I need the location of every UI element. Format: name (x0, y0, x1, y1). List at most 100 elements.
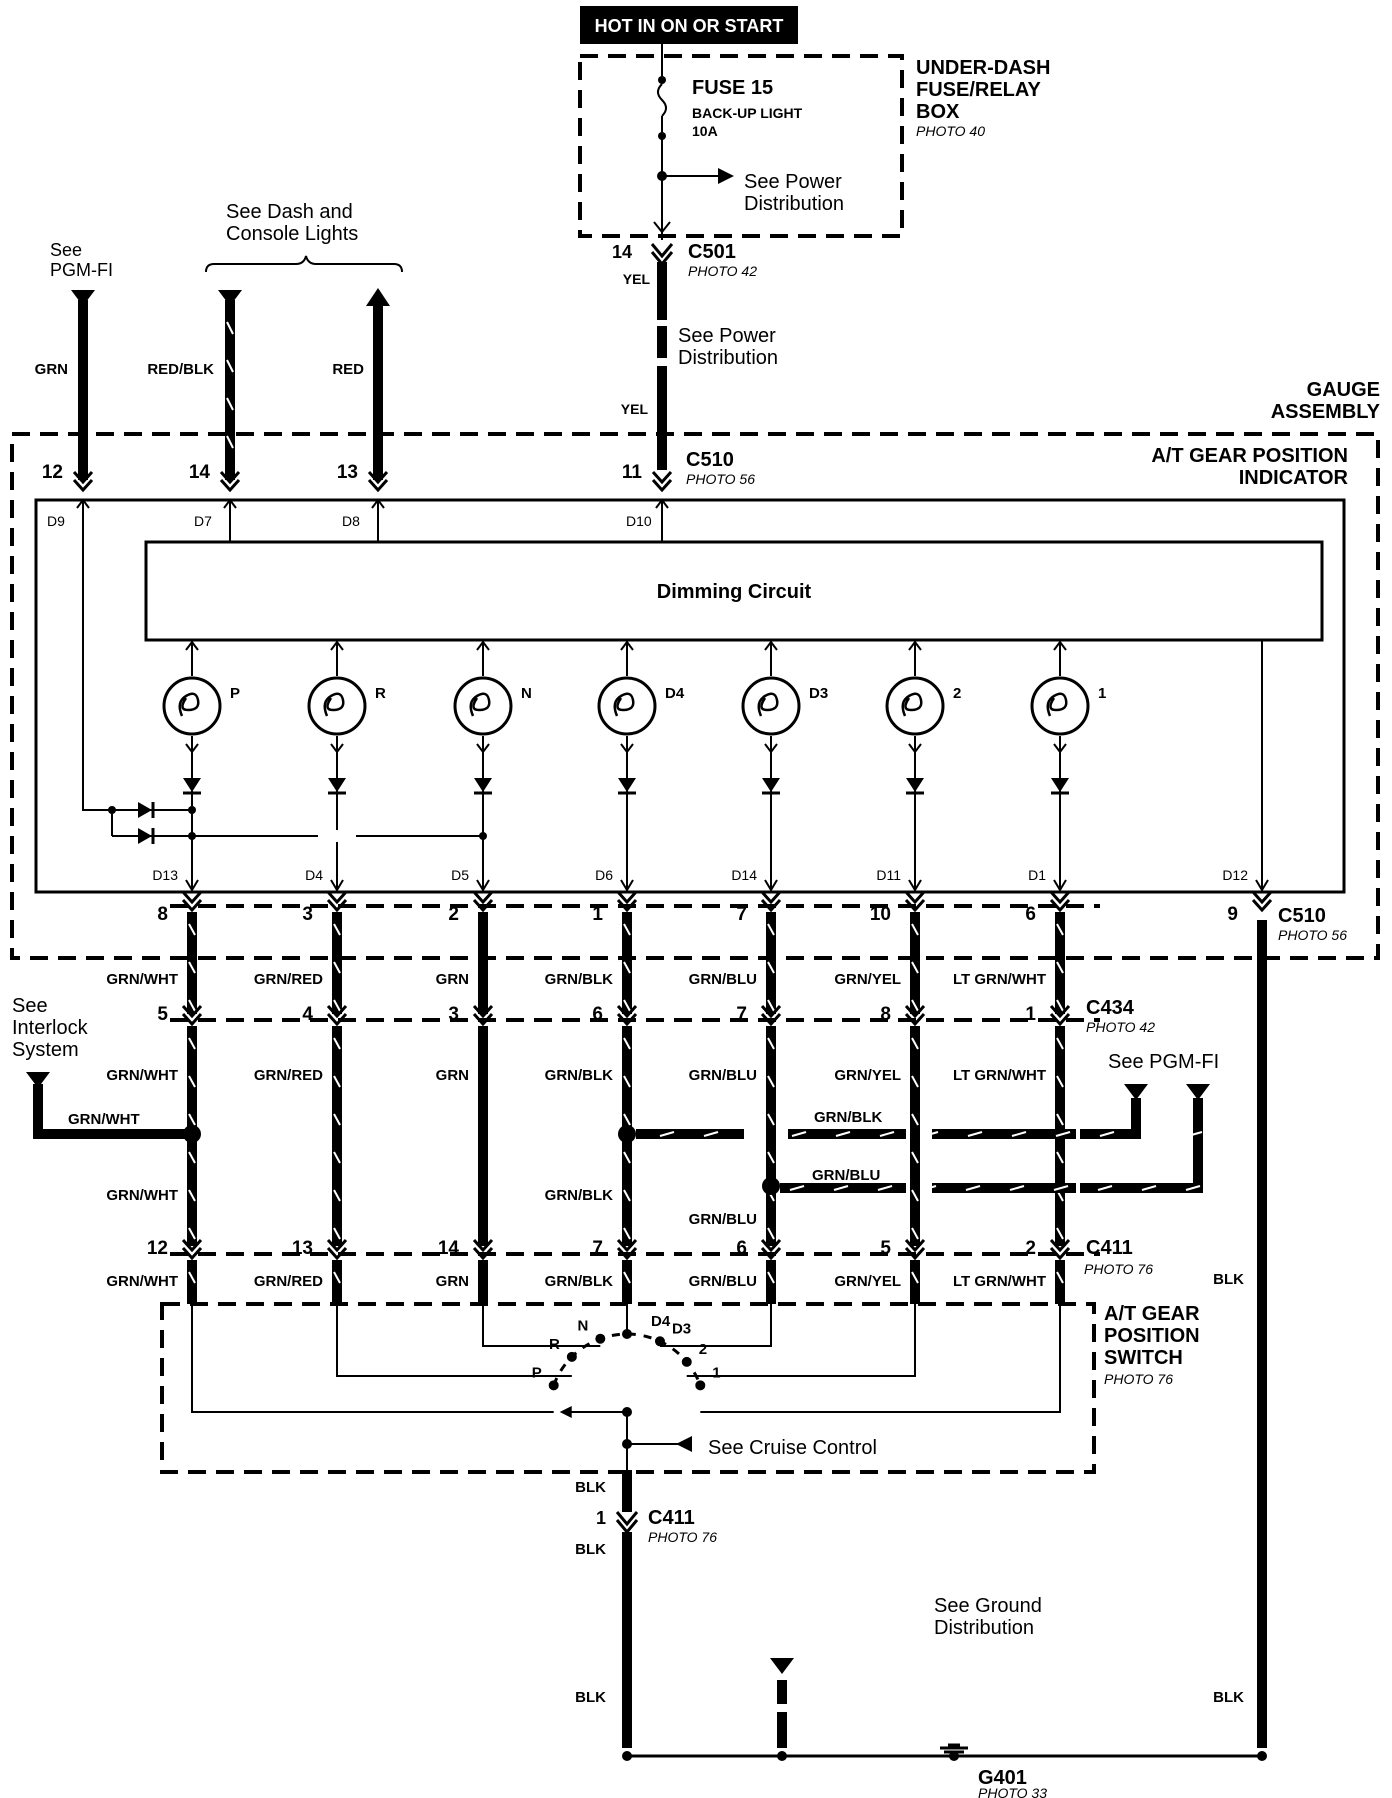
switch-contact-1 (566, 1351, 577, 1362)
c411-photo: PHOTO 76 (1084, 1261, 1153, 1277)
see-pgmfi-line2: PGM-FI (50, 260, 113, 280)
c411-ground-pin: 1 (596, 1508, 606, 1528)
c501-connector (650, 243, 674, 267)
c411-pin-label-3: 7 (592, 1238, 603, 1259)
c510-pin-label-3: 1 (592, 904, 603, 925)
switch-contact-4 (654, 1336, 665, 1347)
c510-pin-label-4: 7 (736, 904, 747, 925)
harness-wires: 8512GRN/WHTGRN/WHTGRN/WHTGRN/WHT3413GRN/… (59, 890, 1273, 1304)
wire-color-b-5: GRN/YEL (834, 1067, 901, 1084)
lamp-bulb-icon-3 (597, 676, 657, 736)
switch-lead-6 (700, 1304, 1061, 1413)
switch-lead-0 (191, 1304, 554, 1413)
wire-color-b-1: GRN/RED (254, 1067, 323, 1084)
c434-pin-label-2: 3 (448, 1004, 459, 1025)
c501-photo: PHOTO 42 (688, 263, 757, 279)
ground-wires (615, 920, 1267, 1761)
dash-bracket (205, 255, 403, 273)
ground-blk-right-2: BLK (1213, 1689, 1244, 1706)
switch-pos-label-1: R (549, 1336, 560, 1353)
lamp-6: 1 (1030, 640, 1106, 892)
indicator-title-1: A/T GEAR POSITION (1151, 445, 1348, 467)
ground-blk-1: BLK (575, 1479, 606, 1496)
c411-ground-photo: PHOTO 76 (648, 1529, 717, 1545)
switch-contact-0 (548, 1380, 559, 1391)
wire-color-c-3: GRN/BLK (545, 1187, 613, 1204)
c510-bottom-pin-6 (1049, 890, 1071, 913)
c411-pin-0 (181, 1238, 203, 1261)
pgmfi-right-label: See PGM-FI (1108, 1051, 1219, 1073)
wire-color-b-0: GRN/WHT (106, 1067, 178, 1084)
interlock-line1: See (12, 995, 48, 1017)
switch-pos-label-4: D3 (672, 1320, 691, 1337)
interlock-line3: System (12, 1039, 79, 1061)
switch-pos-label-6: 1 (712, 1364, 720, 1381)
lamp-bulb-icon-2 (453, 676, 513, 736)
interlock-wire-color: GRN/WHT (68, 1111, 140, 1128)
dimming-circuit-box (144, 540, 1324, 642)
lamp-1: R (307, 640, 386, 892)
wire-color-a-4: GRN/BLU (689, 971, 757, 988)
see-ground-line1: See Ground (934, 1595, 1042, 1617)
lamp-4: D3 (741, 640, 828, 892)
fuse-rating: 10A (692, 123, 718, 139)
wire-color-d-4: GRN/BLU (689, 1273, 757, 1290)
lamp-diode-icon-2 (474, 778, 492, 792)
c434-pin-0 (181, 1004, 203, 1027)
ground-blk-3: BLK (575, 1689, 606, 1706)
fuse-symbol (653, 44, 734, 240)
c411-pin-2 (472, 1238, 494, 1261)
lamp-label-1: R (375, 685, 386, 702)
indicator-term-top-0: D9 (47, 513, 65, 529)
see-pgmfi-line1: See (50, 240, 82, 260)
top-wire-color-0: GRN (35, 361, 68, 378)
fuse-box-title-2: FUSE/RELAY (916, 79, 1042, 101)
gauge-assembly-outline (10, 432, 1380, 960)
red-wire-top (366, 288, 390, 480)
c501-name: C501 (688, 241, 736, 263)
indicator-term-bottom-3: D6 (595, 867, 613, 883)
c510-pin-label-2: 2 (448, 904, 459, 925)
fuse-box-outline (578, 54, 904, 238)
c510-pin-label-0: 8 (157, 904, 168, 925)
indicator-term-top-1: D7 (194, 513, 212, 529)
switch-pos-label-3: D4 (651, 1313, 671, 1330)
wire-color-d-6: LT GRN/WHT (953, 1273, 1046, 1290)
splice-grnblu (762, 1177, 780, 1195)
interlock-wire (26, 1072, 190, 1139)
c411-pin-5 (904, 1238, 926, 1261)
indicator-term-top-2: D8 (342, 513, 360, 529)
wire-color-a-2: GRN (436, 971, 469, 988)
lamp-bulb-icon-5 (885, 676, 945, 736)
c411-pin-label-4: 6 (736, 1238, 747, 1259)
switch-contact-2 (595, 1333, 606, 1344)
see-power-1-line1: See Power (744, 171, 842, 193)
c411-pin-4 (760, 1238, 782, 1261)
lamp-label-4: D3 (809, 685, 828, 702)
fuse-box-title-3: BOX (916, 101, 960, 123)
lamp-diode-icon-6 (1051, 778, 1069, 792)
ground-blk-right-1: BLK (1213, 1271, 1244, 1288)
c510-pin-label-6: 6 (1025, 904, 1036, 925)
c510-pin9-label: 9 (1227, 904, 1238, 925)
c501-wire-bottom: YEL (621, 401, 649, 417)
switch-lead-1 (336, 1304, 572, 1377)
wire-color-b-2: GRN (436, 1067, 469, 1084)
lamp-bulb-icon-1 (307, 676, 367, 736)
switch-contact-6 (695, 1380, 706, 1391)
c411-pin-label-0: 12 (147, 1238, 168, 1259)
c411-pin-3 (616, 1238, 638, 1261)
c411-pin-label-1: 13 (292, 1238, 313, 1259)
fuse-box-title-1: UNDER-DASH (916, 57, 1050, 79)
ground-blk-2: BLK (575, 1541, 606, 1558)
switch-lead-4 (659, 1304, 772, 1347)
wire-color-d-3: GRN/BLK (545, 1273, 613, 1290)
lamp-label-6: 1 (1098, 685, 1106, 702)
c434-pin-5 (904, 1004, 926, 1027)
